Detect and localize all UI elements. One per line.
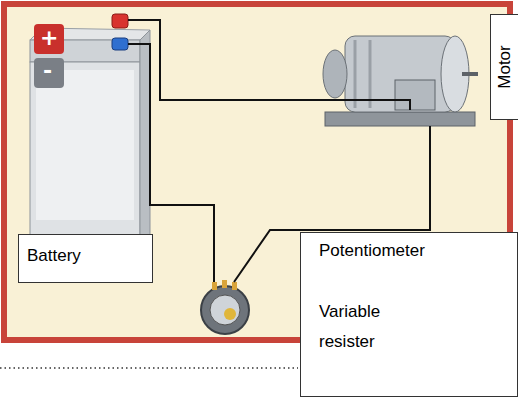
- potentiometer-illustration: [201, 280, 249, 334]
- terminal-sign: -: [43, 60, 52, 82]
- battery-illustration: [30, 14, 150, 257]
- motor-label: Motor: [490, 14, 518, 120]
- battery-label: Battery: [18, 234, 153, 283]
- label-text: Battery: [19, 235, 152, 277]
- label-text: Variable resister: [319, 297, 419, 357]
- label-text: Motor: [495, 45, 515, 88]
- motor-illustration: [323, 36, 478, 126]
- terminal-sign: +: [40, 27, 58, 49]
- answer-line: [0, 367, 298, 369]
- potentiometer-label: PotentiometerVariable resister: [300, 232, 518, 397]
- label-text: Potentiometer: [319, 241, 425, 261]
- circuit-wire: [128, 20, 430, 282]
